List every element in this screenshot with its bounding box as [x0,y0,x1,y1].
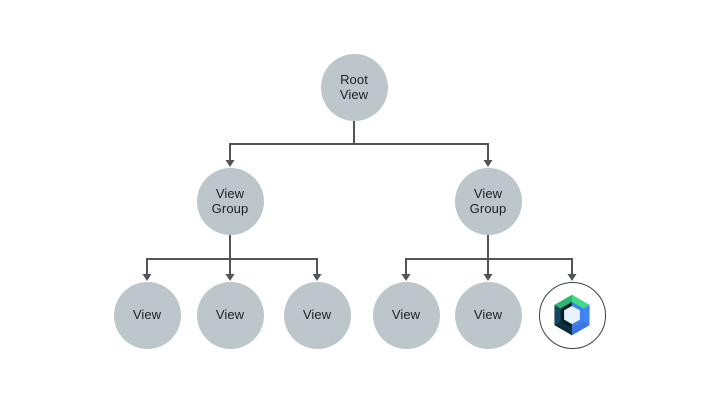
arrowhead-icon [483,274,493,281]
node-view-left-2: View [196,281,264,349]
arrowhead-icon [142,274,152,281]
node-label: View [473,185,503,201]
node-label: View [339,87,369,102]
arrowhead-icon [312,274,322,281]
node-view-right-1: View [372,281,440,349]
node-label: View [391,307,421,323]
node-view-right-2: View [454,281,522,349]
arrowhead-icon [401,274,411,281]
node-view-left-3: View [283,281,351,349]
node-label: Root [340,71,368,87]
node-label: View [302,307,332,323]
node-label: View [215,185,245,201]
node-label: Group [211,201,249,216]
arrowhead-icon [225,160,235,167]
arrowhead-icon [225,274,235,281]
node-jetpack-compose [538,281,606,349]
arrowhead-icon [567,274,577,281]
node-label: View [132,307,162,323]
node-view-left-1: View [113,281,181,349]
node-label: Group [469,201,507,216]
arrowhead-icon [483,160,493,167]
jetpack-compose-icon [554,294,590,336]
node-label: View [215,307,245,323]
node-label: View [473,307,503,323]
